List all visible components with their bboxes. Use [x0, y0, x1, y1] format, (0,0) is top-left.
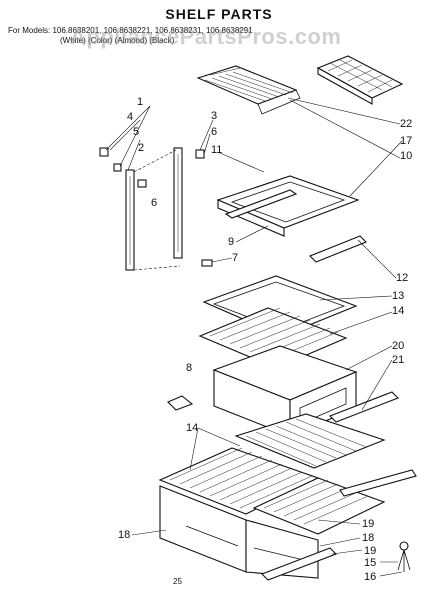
callout-10: 10: [400, 150, 413, 162]
callout-22: 22: [400, 118, 413, 130]
callout-13: 13: [392, 290, 405, 302]
callout-21: 21: [392, 354, 405, 366]
callout-6b: 6: [151, 197, 158, 209]
bottom-pans: [159, 469, 417, 581]
callout-15: 15: [364, 557, 377, 569]
diagram-title: SHELF PARTS: [165, 6, 273, 22]
model-list: For Models: 106.8638201, 106.8638221, 10…: [8, 26, 253, 35]
callout-18: 18: [118, 529, 131, 541]
callout-3: 3: [211, 110, 218, 122]
clip-part: [167, 395, 194, 411]
callout-4: 4: [127, 111, 134, 123]
callout-14b: 14: [186, 422, 199, 434]
callout-2: 2: [138, 142, 145, 154]
callout-17: 17: [400, 135, 413, 147]
color-list: (White) (Color) (Almond) (Black): [60, 36, 175, 45]
crisper-cover-assembly: [198, 275, 358, 369]
callout-14: 14: [392, 305, 405, 317]
callout-7: 7: [232, 252, 239, 264]
page-number: 25: [173, 577, 182, 586]
watermark: AppliancePartsPros.com: [70, 24, 342, 49]
lower-grated-shelf: [234, 413, 386, 469]
shelf-ladders: [125, 147, 183, 271]
callout-18b: 18: [362, 532, 375, 544]
small-hardware: [397, 541, 411, 572]
wire-shelf-top: [196, 65, 301, 115]
glass-shelf-upper: [216, 175, 367, 263]
callout-19b: 19: [364, 545, 377, 557]
callout-1: 1: [137, 96, 144, 108]
brackets: [99, 147, 213, 267]
callout-6: 6: [211, 126, 218, 138]
callout-16: 16: [364, 571, 377, 583]
leader-lines: [105, 97, 403, 577]
callout-8: 8: [186, 362, 193, 374]
callout-5: 5: [133, 126, 140, 138]
callout-20: 20: [392, 340, 405, 352]
callout-12: 12: [396, 272, 409, 284]
callout-19: 19: [362, 518, 375, 530]
callout-9: 9: [228, 236, 235, 248]
callout-11: 11: [211, 144, 223, 156]
ice-cube-tray: [316, 55, 404, 105]
